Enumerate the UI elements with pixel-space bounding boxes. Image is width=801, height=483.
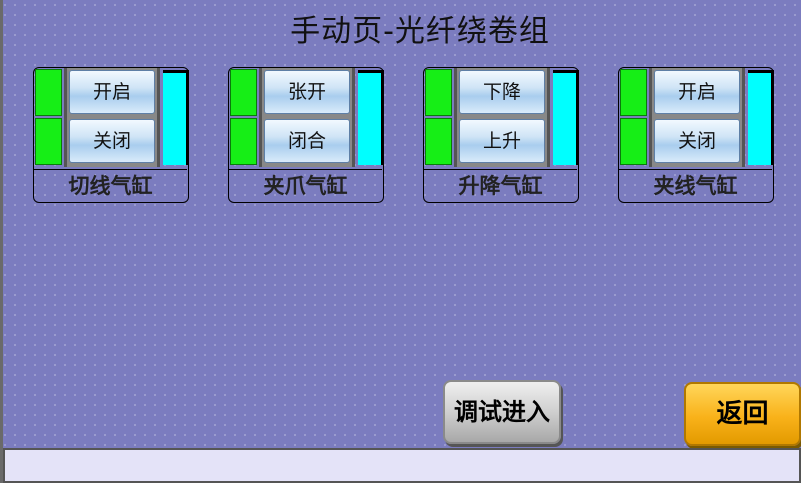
close-button[interactable]: 关闭 — [654, 119, 740, 163]
debug-enter-button[interactable]: 调试进入 — [443, 380, 561, 444]
cylinder-group-lift: 下降 上升 升降气缸 — [423, 67, 579, 203]
open-button[interactable]: 开启 — [69, 70, 155, 114]
status-indicator-bottom — [620, 118, 647, 165]
status-indicator-bottom — [35, 118, 62, 165]
back-button[interactable]: 返回 — [684, 382, 801, 446]
state-lamp — [553, 70, 579, 165]
open-button[interactable]: 开启 — [654, 70, 740, 114]
group-label: 夹爪气缸 — [229, 169, 382, 203]
page-title: 手动页-光纤绕卷组 — [290, 14, 550, 49]
lower-button[interactable]: 下降 — [459, 70, 545, 114]
status-bar — [3, 448, 801, 483]
state-lamp — [748, 70, 774, 165]
status-indicator-top — [35, 69, 62, 116]
state-lamp — [163, 70, 189, 165]
group-label: 升降气缸 — [424, 169, 577, 203]
button-panel: 下降 上升 — [454, 68, 550, 167]
group-label: 夹线气缸 — [619, 169, 772, 203]
button-panel: 开启 关闭 — [649, 68, 745, 167]
status-indicator-bottom — [230, 118, 257, 165]
left-frame-edge — [0, 0, 3, 483]
raise-button[interactable]: 上升 — [459, 119, 545, 163]
open-gripper-button[interactable]: 张开 — [264, 70, 350, 114]
cylinder-group-gripper: 张开 闭合 夹爪气缸 — [228, 67, 384, 203]
button-panel: 开启 关闭 — [64, 68, 160, 167]
status-indicator-top — [230, 69, 257, 116]
cylinder-group-cut-line: 开启 关闭 切线气缸 — [33, 67, 189, 203]
group-label: 切线气缸 — [34, 169, 187, 203]
status-indicator-top — [425, 69, 452, 116]
close-gripper-button[interactable]: 闭合 — [264, 119, 350, 163]
close-button[interactable]: 关闭 — [69, 119, 155, 163]
status-indicator-top — [620, 69, 647, 116]
cylinder-group-clamp-line: 开启 关闭 夹线气缸 — [618, 67, 774, 203]
status-indicator-bottom — [425, 118, 452, 165]
button-panel: 张开 闭合 — [259, 68, 355, 167]
state-lamp — [358, 70, 384, 165]
